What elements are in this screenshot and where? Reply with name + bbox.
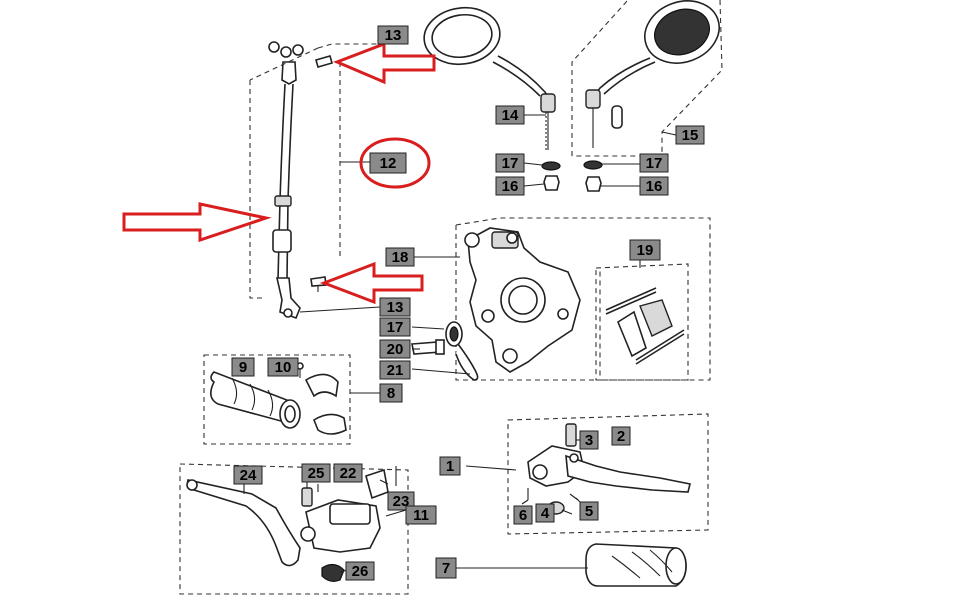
- svg-text:7: 7: [442, 560, 450, 577]
- callout-10: 10: [267, 357, 299, 377]
- callout-15: 15: [675, 125, 705, 145]
- svg-text:15: 15: [682, 127, 699, 144]
- svg-text:5: 5: [585, 503, 593, 520]
- callout-7: 7: [435, 557, 457, 579]
- svg-text:1: 1: [446, 458, 454, 475]
- svg-text:19: 19: [637, 242, 654, 259]
- svg-text:13: 13: [385, 27, 402, 44]
- callout-12: 12: [369, 152, 407, 174]
- red-arrow-bottom: [319, 261, 424, 305]
- svg-text:23: 23: [393, 493, 410, 510]
- callout-1: 1: [439, 456, 461, 476]
- caliper-group-box: [455, 217, 711, 381]
- brake-caliper: [464, 227, 581, 373]
- svg-text:26: 26: [352, 563, 369, 580]
- pads-group-box: [595, 263, 689, 381]
- svg-text:16: 16: [502, 178, 519, 195]
- svg-text:16: 16: [646, 178, 663, 195]
- callout-17-left: 17: [495, 153, 525, 173]
- callout-17-caliper: 17: [379, 317, 411, 337]
- svg-text:21: 21: [387, 362, 404, 379]
- caliper-bolt-washer: [411, 321, 479, 381]
- callout-4: 4: [535, 503, 555, 523]
- red-arrow-top: [332, 41, 436, 85]
- callout-17-right: 17: [639, 153, 669, 173]
- brake-lever: [186, 479, 301, 567]
- callout-20: 20: [379, 339, 411, 359]
- mirror-washers-nuts: [541, 160, 603, 192]
- svg-text:2: 2: [617, 428, 625, 445]
- callout-3: 3: [579, 430, 599, 450]
- brake-pads: [605, 287, 685, 365]
- callout-25: 25: [301, 463, 331, 483]
- svg-text:4: 4: [541, 505, 550, 522]
- callout-8: 8: [379, 383, 403, 403]
- svg-text:10: 10: [275, 359, 292, 376]
- svg-text:3: 3: [585, 432, 593, 449]
- red-arrow-left: [122, 202, 272, 243]
- throttle-grip: [210, 371, 301, 429]
- callout-14: 14: [495, 105, 525, 125]
- hose-group-box: [249, 43, 378, 299]
- callout-2: 2: [611, 426, 631, 446]
- callout-9: 9: [231, 357, 255, 377]
- callout-16-left: 16: [495, 176, 525, 196]
- banjo-bolts: [310, 55, 333, 292]
- clutch-lever-group-box: [507, 413, 709, 535]
- svg-text:11: 11: [413, 507, 429, 524]
- svg-text:17: 17: [387, 319, 404, 336]
- red-highlights: [122, 41, 436, 305]
- callout-16-right: 16: [639, 176, 669, 196]
- callout-13-top: 13: [377, 25, 409, 45]
- callout-11: 11: [405, 505, 437, 525]
- svg-text:17: 17: [646, 155, 663, 172]
- svg-text:24: 24: [240, 467, 257, 484]
- callout-18: 18: [385, 247, 415, 267]
- right-mirror: [585, 0, 720, 148]
- svg-text:8: 8: [387, 385, 395, 402]
- brake-hose: [268, 41, 304, 320]
- handlebar-grip: [585, 543, 687, 587]
- throttle-housing-halves: [296, 362, 347, 435]
- callout-5: 5: [579, 501, 599, 521]
- svg-text:22: 22: [340, 465, 357, 482]
- svg-text:18: 18: [392, 249, 409, 266]
- grip-group-box: [203, 354, 351, 445]
- svg-text:20: 20: [387, 341, 404, 358]
- callout-21: 21: [379, 360, 411, 380]
- callout-13-bottom: 13: [379, 297, 411, 317]
- left-mirror: [423, 6, 556, 150]
- red-circle-highlight: [359, 137, 431, 189]
- leader-lines: [243, 114, 641, 573]
- svg-text:14: 14: [502, 107, 519, 124]
- svg-text:25: 25: [308, 465, 325, 482]
- callout-6: 6: [513, 505, 533, 525]
- callout-22: 22: [333, 463, 363, 483]
- brake-lever-group-box: [179, 463, 409, 595]
- svg-text:9: 9: [239, 359, 247, 376]
- svg-text:13: 13: [387, 299, 404, 316]
- callout-19: 19: [629, 239, 661, 261]
- callout-24: 24: [233, 465, 263, 485]
- clutch-lever-assembly: [527, 423, 691, 515]
- svg-text:12: 12: [380, 155, 397, 172]
- svg-text:6: 6: [519, 507, 527, 524]
- svg-text:17: 17: [502, 155, 519, 172]
- callout-26: 26: [345, 561, 375, 581]
